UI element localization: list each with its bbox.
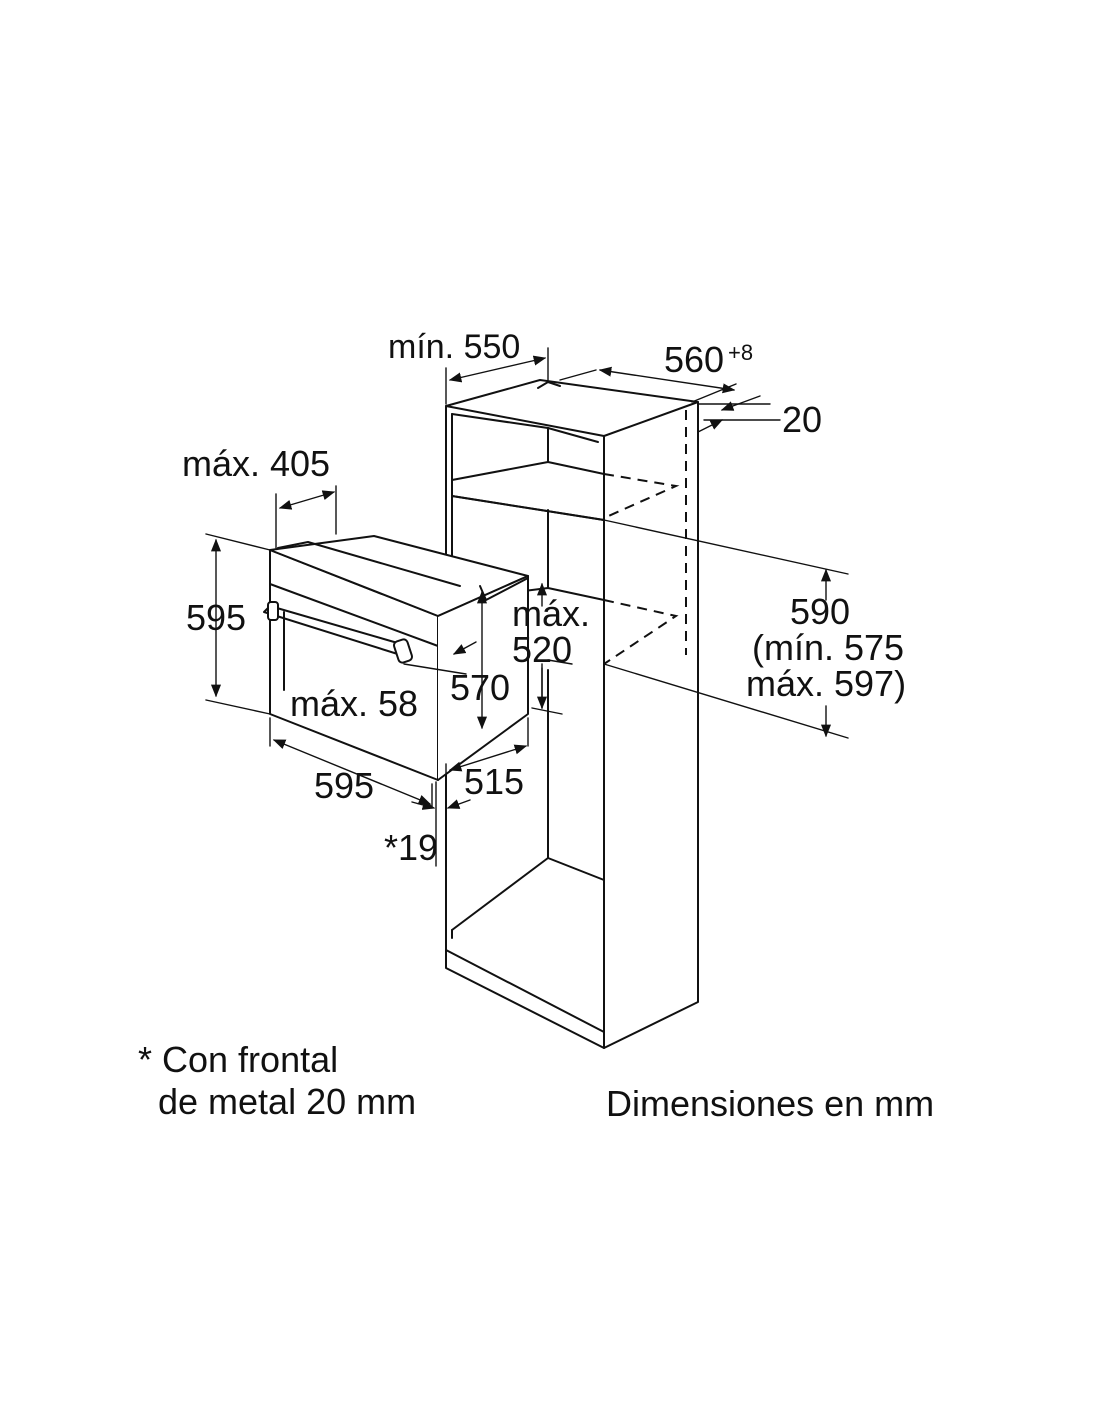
dim-oven-width: 595: [269, 717, 433, 809]
label-oven-depth-max: máx. 405: [182, 443, 330, 484]
note-asterisk-line1: * Con frontal: [138, 1039, 338, 1080]
dim-cabinet-width: 560 +8: [559, 339, 753, 403]
label-front-offset: *19: [384, 827, 438, 868]
label-niche-height: 590: [790, 591, 850, 632]
label-niche-max-word: máx.: [512, 593, 590, 634]
dim-front-offset: *19: [384, 781, 471, 868]
label-niche-max-value: 520: [512, 629, 572, 670]
dim-oven-height: 595: [186, 533, 271, 715]
cabinet-lower-compartment: [451, 669, 605, 939]
label-cabinet-depth-min: mín. 550: [388, 328, 520, 366]
note-asterisk-line2: de metal 20 mm: [158, 1081, 416, 1122]
oven: [263, 535, 529, 781]
note-units: Dimensiones en mm: [606, 1083, 934, 1124]
oven-door-handle: [263, 601, 414, 664]
dim-handle-depth: máx. 58: [290, 641, 477, 724]
label-cabinet-width-tolerance: +8: [728, 340, 753, 365]
label-top-clearance: 20: [782, 399, 822, 440]
dim-oven-body-depth: 515: [445, 717, 529, 819]
label-niche-height-min: (mín. 575: [752, 627, 904, 668]
label-niche-height-max: máx. 597): [746, 663, 906, 704]
dim-niche-height: 590 (mín. 575 máx. 597): [603, 519, 906, 739]
dim-top-clearance: 20: [697, 395, 822, 440]
dim-cabinet-depth-min: mín. 550: [388, 328, 549, 405]
cabinet-top-slab: [445, 379, 699, 437]
dim-oven-depth-max: máx. 405: [182, 443, 337, 549]
label-oven-body-depth: 515: [464, 761, 524, 802]
label-oven-width: 595: [314, 765, 374, 806]
dim-niche-max: máx. 520: [512, 582, 590, 715]
label-cabinet-width: 560: [664, 339, 724, 380]
label-oven-inner-height: 570: [450, 667, 510, 708]
dim-oven-inner-height: 570: [450, 590, 510, 730]
cabinet: [445, 379, 699, 1049]
cabinet-plinth: [603, 939, 699, 1049]
cabinet-upper-compartment: [451, 413, 599, 481]
cabinet-shelf-upper: [451, 461, 680, 521]
label-oven-height: 595: [186, 597, 246, 638]
label-handle-depth: máx. 58: [290, 683, 418, 724]
